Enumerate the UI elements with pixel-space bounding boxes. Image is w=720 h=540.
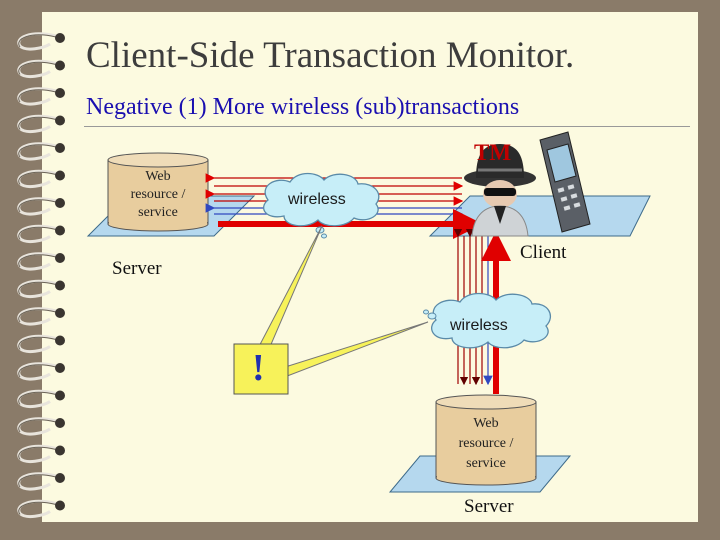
binder-hole: [55, 418, 65, 428]
binder-hole: [55, 473, 65, 483]
tm-label: TM: [474, 140, 512, 165]
binder-ring-shadow: [18, 199, 57, 213]
alert-callout-beam-bottom: [281, 321, 429, 379]
binder-ring: [17, 142, 57, 161]
binder-hole: [55, 280, 65, 291]
server-top-cylinder: [107, 152, 209, 232]
binder-ring: [17, 444, 57, 464]
binder-ring-shadow: [18, 501, 57, 515]
binder-ring-shadow: [18, 34, 57, 48]
binder-ring: [17, 197, 57, 216]
binder-hole: [55, 143, 65, 153]
binder-hole: [55, 60, 65, 71]
binder-ring-shadow: [18, 89, 57, 103]
slide-title: Client-Side Transaction Monitor.: [86, 35, 575, 76]
binder-hole: [55, 225, 65, 236]
binder-ring: [17, 87, 57, 106]
binder-ring: [17, 114, 57, 134]
alert-mark: !: [252, 347, 265, 389]
wireless-cloud-bottom: [423, 292, 551, 349]
binder-ring: [17, 169, 57, 189]
binder-ring: [17, 224, 57, 244]
binder-ring-shadow: [18, 364, 57, 378]
binder-hole: [55, 253, 65, 263]
binder-ring: [17, 59, 57, 79]
binder-hole: [55, 308, 65, 318]
binder-ring-shadow: [18, 116, 57, 130]
wireless-cloud-top: [263, 172, 380, 239]
wireless-top-label: wireless: [288, 191, 346, 208]
client-platform: [428, 195, 651, 237]
binder-hole: [55, 500, 65, 511]
server-bottom-label: Server: [464, 496, 514, 517]
binder-hole: [55, 390, 65, 401]
binder-ring-shadow: [18, 61, 57, 75]
binder-ring-shadow: [18, 226, 57, 240]
binder-ring-shadow: [18, 171, 57, 185]
alert-callout-beam-top: [253, 225, 323, 357]
binder-ring-shadow: [18, 281, 57, 295]
binder-ring: [17, 362, 57, 381]
binder-hole: [55, 115, 65, 126]
alert-callout-box: [233, 343, 289, 395]
binder-ring: [17, 279, 57, 299]
slide-page: [42, 12, 698, 522]
binder-ring-shadow: [18, 391, 57, 405]
binder-ring-shadow: [18, 474, 57, 488]
binder-hole: [55, 335, 65, 346]
binder-hole: [55, 88, 65, 98]
tm-spy-icon: [464, 144, 536, 237]
binder-ring-shadow: [18, 446, 57, 460]
binder-hole: [55, 170, 65, 181]
binder-ring-shadow: [18, 309, 57, 323]
server-bottom-cylinder: [435, 394, 537, 486]
binder-ring: [17, 417, 57, 436]
wireless-bottom-label: wireless: [450, 317, 508, 334]
binder-ring: [17, 472, 57, 491]
mobile-phone-icon: [539, 131, 591, 233]
binder-ring-shadow: [18, 254, 57, 268]
binder-hole: [55, 33, 65, 43]
binder-ring: [17, 499, 57, 519]
server-bottom-resource-label: Web resource / service: [458, 416, 514, 471]
binder-hole: [55, 363, 65, 373]
binder-ring: [17, 32, 57, 51]
binder-ring-shadow: [18, 336, 57, 350]
title-divider: [84, 126, 690, 127]
binder-ring: [17, 389, 57, 409]
slide-subtitle: Negative (1) More wireless (sub)transact…: [86, 94, 520, 120]
binder-ring-shadow: [18, 144, 57, 158]
binder-hole: [55, 198, 65, 208]
server-top-resource-label: Web resource / service: [130, 169, 186, 220]
binder-ring: [17, 307, 57, 326]
server-top-label: Server: [112, 258, 162, 279]
binder-ring-shadow: [18, 419, 57, 433]
binder-ring: [17, 334, 57, 354]
binder-hole: [55, 445, 65, 456]
client-label: Client: [520, 242, 567, 263]
binder-ring: [17, 252, 57, 271]
